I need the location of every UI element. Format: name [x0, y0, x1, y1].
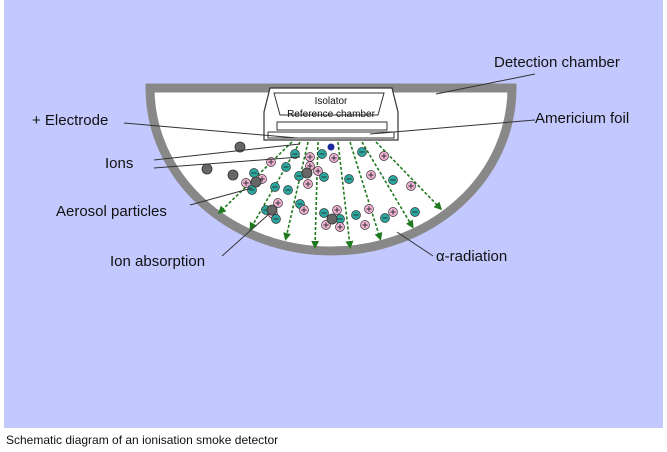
- negative-ion: [344, 174, 354, 184]
- negative-ion: [283, 185, 293, 195]
- positive-ion: [273, 198, 283, 208]
- alpha-arrow: [337, 141, 354, 249]
- negative-ion: [388, 175, 398, 185]
- aerosol-particle: [250, 176, 262, 188]
- negative-ion: [319, 208, 329, 218]
- americium-foil-plate: [276, 121, 388, 131]
- leader-lines: [123, 73, 536, 257]
- negative-ion: [249, 168, 259, 178]
- aerosol-particle: [301, 167, 313, 179]
- positive-ion: [406, 181, 416, 191]
- positive-ion: [379, 151, 389, 161]
- negative-ion: [290, 149, 300, 159]
- aerosol-particle: [234, 141, 246, 153]
- aerosol-particle: [201, 163, 213, 175]
- positive-ion: [241, 178, 251, 188]
- negative-ion: [357, 147, 367, 157]
- leader-detection-chamber: [435, 73, 536, 95]
- negative-ion: [351, 210, 361, 220]
- positive-ion: [388, 207, 398, 217]
- negative-ion: [271, 214, 281, 224]
- leader-ions-2: [153, 156, 301, 169]
- aerosol-particles: [201, 141, 338, 225]
- leader-electrode: [123, 122, 298, 139]
- positive-ion: [335, 222, 345, 232]
- leader-alpha-radiation: [396, 231, 434, 257]
- americium-foil-label: Americium foil: [535, 110, 629, 127]
- detection-chamber-label: Detection chamber: [494, 54, 620, 71]
- negative-ion: [317, 149, 327, 159]
- leader-aerosol: [189, 187, 253, 206]
- alpha-arrow: [361, 141, 414, 229]
- positive-ion: [313, 166, 323, 176]
- isolator-label: Isolator: [315, 96, 348, 107]
- alpha-arrow: [283, 141, 309, 241]
- figure-panel: Isolator Reference chamber: [4, 0, 663, 428]
- positive-ion: [329, 153, 339, 163]
- figure-caption: Schematic diagram of an ionisation smoke…: [6, 433, 279, 447]
- alpha-arrow: [349, 141, 383, 241]
- positive-ion: [305, 152, 315, 162]
- ion-dot: [327, 143, 335, 151]
- positive-ion: [360, 220, 370, 230]
- ions-label: Ions: [105, 155, 133, 172]
- positive-ion: [364, 204, 374, 214]
- detection-chamber: [145, 83, 517, 256]
- alpha-arrow: [311, 141, 320, 249]
- negative-ion: [380, 213, 390, 223]
- ions-layer: [241, 147, 420, 232]
- ion-absorption-label: Ion absorption: [110, 253, 205, 270]
- positive-ion: [303, 179, 313, 189]
- leader-americium-foil: [369, 119, 536, 135]
- aerosol-particle: [266, 204, 278, 216]
- negative-ion: [247, 185, 257, 195]
- electrode-label: + Electrode: [32, 112, 108, 129]
- aerosol-particle: [227, 169, 239, 181]
- leader-ions-1: [153, 143, 301, 161]
- positive-ion: [366, 170, 376, 180]
- positive-ion: [299, 205, 309, 215]
- aerosol-particles-label: Aerosol particles: [56, 203, 167, 220]
- aerosol-particle: [326, 213, 338, 225]
- negative-ion: [410, 207, 420, 217]
- alpha-radiation-label: α-radiation: [436, 248, 507, 265]
- negative-ion: [319, 172, 329, 182]
- positive-ion: [332, 205, 342, 215]
- leader-ion-absorption: [221, 213, 270, 257]
- negative-ion: [281, 162, 291, 172]
- negative-ion: [270, 182, 280, 192]
- reference-chamber-label: Reference chamber: [287, 109, 375, 120]
- reference-chamber: Isolator Reference chamber: [263, 87, 399, 141]
